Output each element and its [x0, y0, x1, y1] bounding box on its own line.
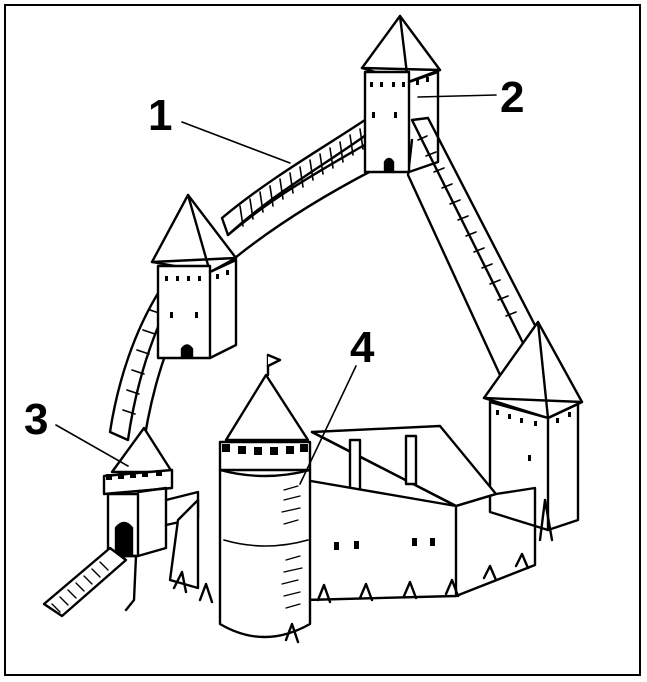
right-curtain-wall: [406, 116, 542, 377]
callout-2: 2: [417, 73, 524, 122]
callout-label-1: 1: [148, 91, 172, 140]
keep-tower: [172, 353, 312, 644]
callout-label-4: 4: [350, 323, 375, 372]
curtain-wall: [220, 116, 375, 264]
front-wall: [164, 490, 200, 590]
callout-label-2: 2: [500, 73, 524, 122]
right-tower: [482, 320, 584, 542]
callout-1: 1: [148, 91, 291, 164]
left-tower: [150, 193, 238, 360]
callout-3: 3: [24, 395, 129, 467]
callout-label-3: 3: [24, 395, 48, 444]
gate-tower: [42, 426, 174, 618]
callout-4: 4: [299, 323, 375, 485]
palace-hall: [303, 424, 537, 604]
corner-tower: [360, 14, 442, 174]
